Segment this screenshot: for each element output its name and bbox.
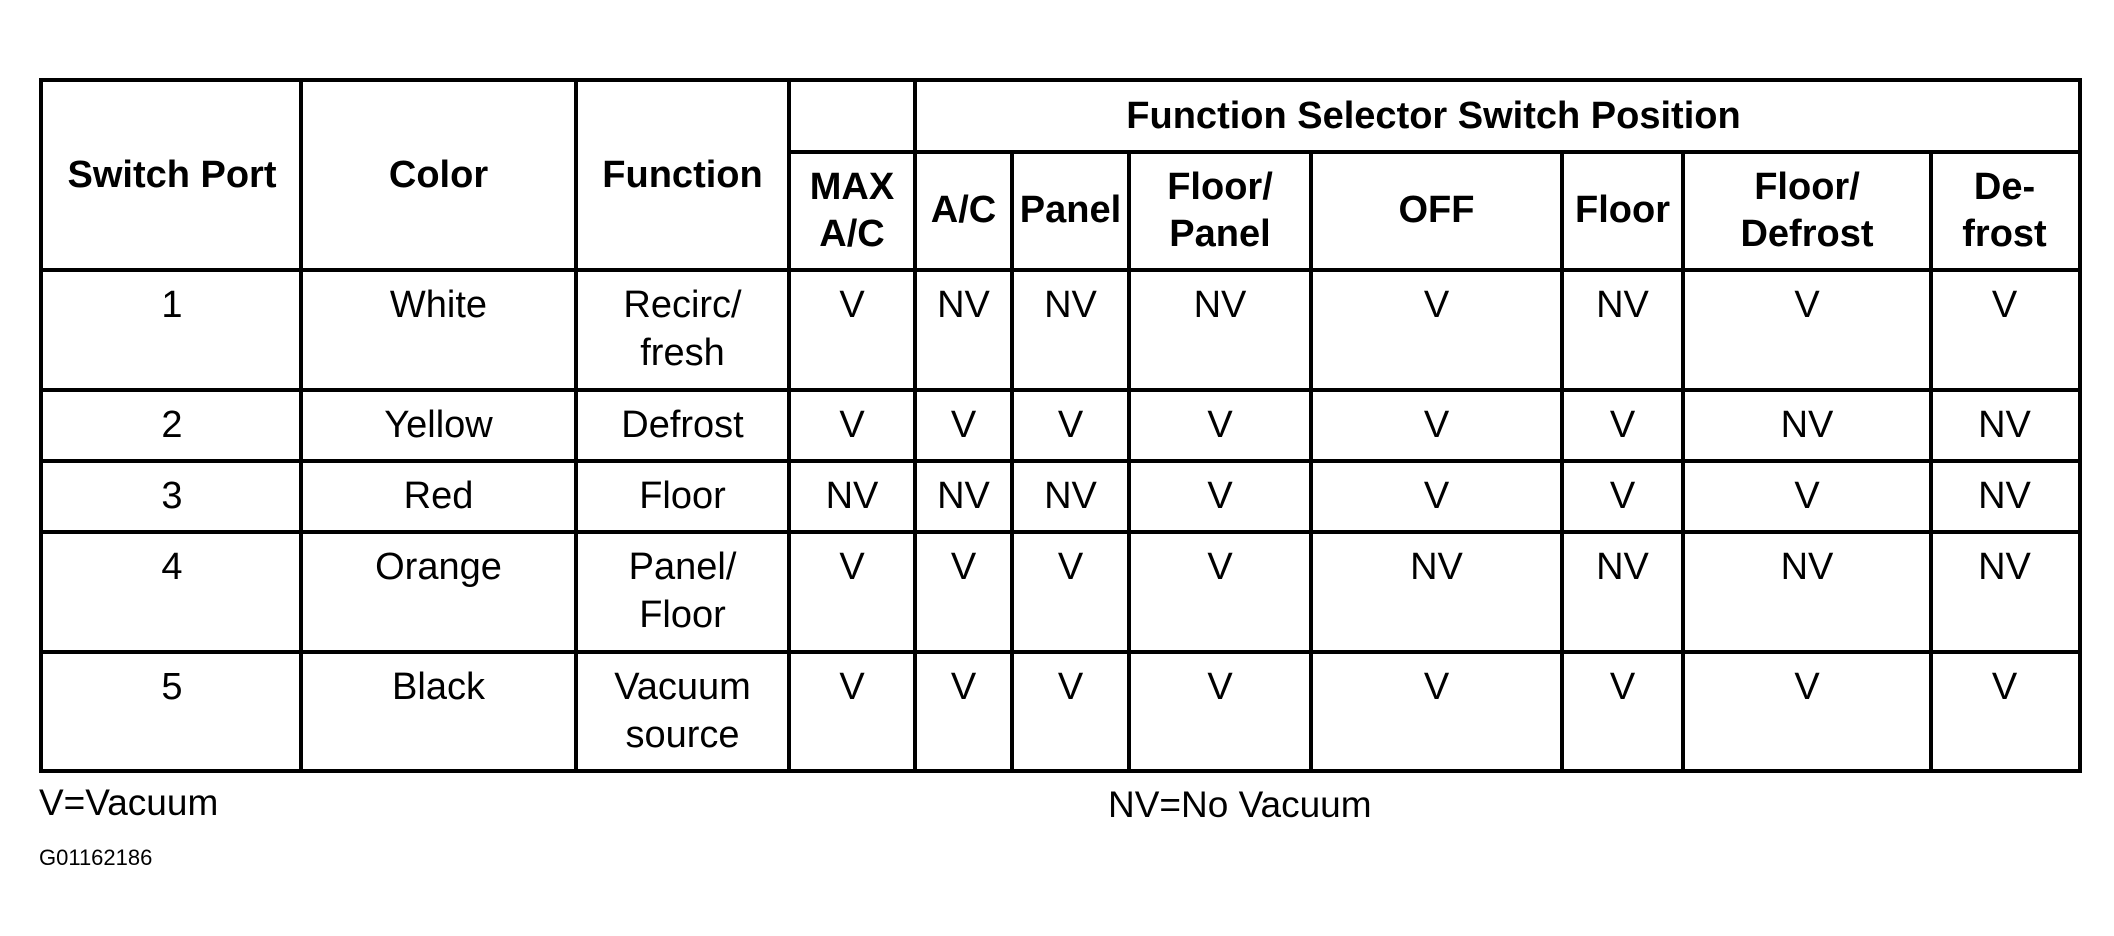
legend-no-vacuum: NV=No Vacuum — [1108, 784, 1372, 825]
cell-vacuum-state: NV — [1044, 475, 1097, 517]
cell-vacuum-state: NV — [1596, 546, 1649, 588]
cell-vacuum-state: NV — [1193, 284, 1247, 326]
cell-vacuum-state: V — [1423, 475, 1450, 517]
cell-vacuum-state: V — [1794, 475, 1820, 517]
cell-vacuum-state: V — [1423, 666, 1450, 708]
header-color: Color — [388, 154, 489, 197]
row-rule — [43, 459, 2078, 463]
cell-color: Black — [392, 666, 485, 708]
row-rule — [789, 150, 2078, 154]
cell-vacuum-state: NV — [937, 475, 990, 517]
cell-function: Defrost — [621, 404, 744, 446]
header-position: Panel — [1019, 189, 1122, 232]
cell-vacuum-state: V — [1207, 475, 1233, 517]
cell-vacuum-state: V — [839, 546, 865, 588]
cell-vacuum-state: V — [950, 546, 977, 588]
cell-vacuum-state: V — [1207, 546, 1233, 588]
cell-vacuum-state: NV — [1044, 284, 1097, 326]
cell-switch-port: 4 — [161, 546, 183, 588]
legend-vacuum: V=Vacuum — [39, 782, 219, 823]
cell-vacuum-state: V — [950, 666, 977, 708]
figure-code: G01162186 — [39, 845, 153, 870]
switch-position-table: Switch Port Color Function Function Selecto… — [39, 78, 2082, 773]
header-function-selector-switch-position: Function Selector Switch Position — [1126, 95, 1741, 138]
cell-vacuum-state: NV — [937, 284, 990, 326]
cell-vacuum-state: NV — [1978, 475, 2031, 517]
cell-color: Yellow — [384, 404, 493, 446]
cell-switch-port: 3 — [161, 475, 183, 517]
cell-color: Red — [403, 475, 474, 517]
row-rule — [43, 388, 2078, 392]
header-function: Function — [602, 154, 763, 197]
cell-vacuum-state: V — [1991, 284, 2018, 326]
cell-vacuum-state: V — [1057, 666, 1084, 708]
cell-function: Recirc/ fresh — [623, 284, 742, 374]
cell-vacuum-state: NV — [1780, 404, 1834, 446]
cell-vacuum-state: V — [1057, 404, 1084, 446]
cell-function: Floor — [639, 475, 726, 517]
header-position: A/C — [930, 189, 997, 232]
row-rule — [43, 650, 2078, 654]
cell-vacuum-state: V — [1609, 404, 1636, 446]
cell-vacuum-state: NV — [1978, 546, 2031, 588]
cell-vacuum-state: V — [839, 284, 865, 326]
header-position: De- frost — [1962, 165, 2047, 256]
cell-vacuum-state: V — [1057, 546, 1084, 588]
cell-vacuum-state: V — [1794, 666, 1820, 708]
cell-vacuum-state: NV — [1596, 284, 1649, 326]
header-position: Floor/ Panel — [1167, 165, 1273, 256]
cell-vacuum-state: NV — [1978, 404, 2031, 446]
cell-vacuum-state: NV — [1780, 546, 1834, 588]
cell-vacuum-state: V — [1207, 404, 1233, 446]
header-position: MAX A/C — [809, 165, 895, 256]
cell-vacuum-state: V — [1794, 284, 1820, 326]
cell-vacuum-state: V — [1207, 666, 1233, 708]
cell-vacuum-state: V — [839, 666, 865, 708]
column-rule — [913, 82, 917, 769]
cell-color: Orange — [375, 546, 502, 588]
cell-vacuum-state: V — [839, 404, 865, 446]
cell-vacuum-state: NV — [1410, 546, 1463, 588]
cell-switch-port: 1 — [161, 284, 183, 326]
cell-switch-port: 2 — [161, 404, 183, 446]
cell-switch-port: 5 — [161, 666, 183, 708]
header-switch-port: Switch Port — [67, 154, 277, 197]
column-rule — [787, 82, 791, 769]
cell-vacuum-state: V — [1423, 404, 1450, 446]
header-position: Floor — [1575, 189, 1670, 232]
cell-vacuum-state: V — [1991, 666, 2018, 708]
cell-vacuum-state: V — [1423, 284, 1450, 326]
cell-vacuum-state: NV — [825, 475, 879, 517]
row-rule — [43, 530, 2078, 534]
cell-color: White — [389, 284, 488, 326]
header-position: Floor/ Defrost — [1740, 165, 1874, 256]
header-position: OFF — [1398, 189, 1475, 232]
column-rule — [574, 82, 578, 769]
row-rule — [43, 268, 2078, 272]
column-rule — [299, 82, 303, 769]
cell-vacuum-state: V — [950, 404, 977, 446]
cell-function: Vacuum source — [614, 666, 751, 756]
cell-vacuum-state: V — [1609, 666, 1636, 708]
cell-function: Panel/ Floor — [628, 546, 737, 636]
cell-vacuum-state: V — [1609, 475, 1636, 517]
